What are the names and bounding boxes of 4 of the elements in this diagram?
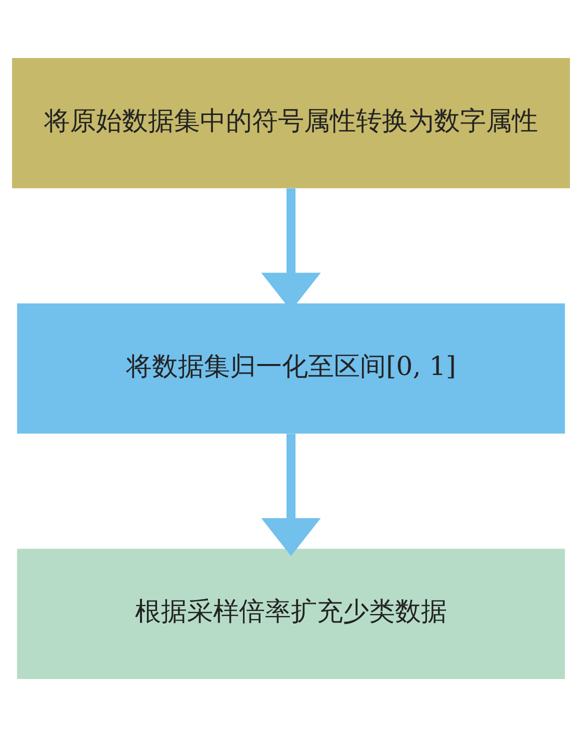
node-box: 根据采样倍率扩充少类数据 — [17, 548, 565, 678]
arrow — [261, 433, 321, 556]
node-box: 将原始数据集中的符号属性转换为数字属性 — [12, 58, 570, 188]
node-box: 将数据集归一化至区间[0, 1] — [17, 302, 565, 434]
